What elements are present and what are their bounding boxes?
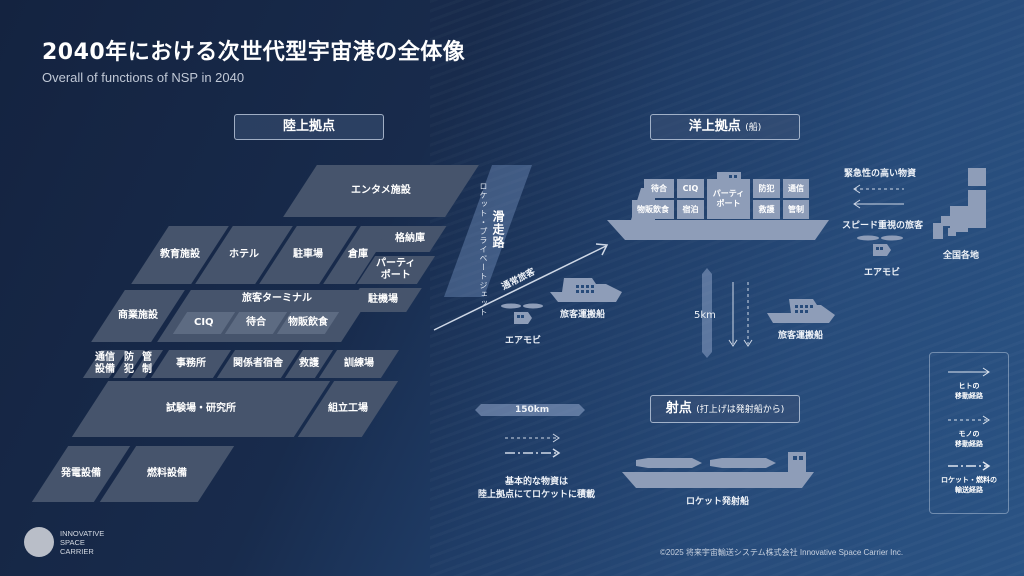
legend-goods-label: モノの 移動経路 (955, 430, 983, 448)
legend-rocket-fuel-label: ロケット・燃料の 輸送経路 (941, 476, 997, 494)
sea-base-heading: 洋上拠点 (船) (650, 114, 800, 140)
air-mobility-label-2: エアモビ (864, 268, 901, 278)
legend-dashed-arrow (948, 415, 990, 425)
launch-point-heading-sub: (打上げは発射船から) (696, 405, 785, 415)
distance-150km-bar (475, 404, 585, 416)
tile-label: 倉庫 (348, 249, 368, 260)
tile-label: 燃料設備 (147, 468, 187, 479)
tile-entertainment: エンタメ施設 (283, 165, 479, 217)
launch-point-heading-text: 射点 (665, 401, 692, 416)
tile-label: 救護 (299, 358, 319, 369)
air-mobility-icon-2 (857, 235, 903, 256)
legend-solid-arrow (948, 367, 990, 377)
legend-people-label: ヒトの 移動経路 (955, 382, 983, 400)
rocket-launch-ship-label: ロケット発射船 (686, 497, 750, 507)
ship-cell-retail: 物販飲食 (632, 200, 674, 219)
distance-5km-bar (702, 268, 753, 358)
ship-cell-lodging: 宿泊 (677, 200, 704, 219)
tile-label: 待合 (246, 317, 266, 328)
tile-label: 格納庫 (395, 233, 425, 244)
tile-label: 物販飲食 (288, 317, 328, 328)
legend-dashdot-arrow (948, 461, 991, 471)
company-logo-icon (24, 527, 54, 557)
tile-test-lab: 試験場・研究所 (71, 381, 331, 437)
ship-cell-waiting: 待合 (644, 179, 674, 198)
japan-map-icon (933, 168, 986, 239)
ship-cell-partyport: パーティ ポート (707, 179, 750, 219)
basic-goods-note: 基本的な物資は 陸上拠点にてロケットに積載 (478, 477, 596, 500)
tile-label: 関係者宿舎 (233, 358, 283, 369)
tile-label: 発電設備 (61, 468, 101, 479)
tile-label: 駐機場 (368, 294, 398, 305)
tile-label: 通信 設備 (95, 352, 115, 375)
ship-cell-security: 防犯 (753, 179, 780, 198)
page-subtitle: Overall of functions of NSP in 2040 (42, 70, 245, 85)
air-mobility-icon (501, 303, 543, 324)
nationwide-label: 全国各地 (943, 251, 980, 261)
basic-goods-arrows (505, 433, 561, 458)
urgent-arrows (853, 184, 904, 209)
passenger-ship-icon-2 (767, 299, 835, 323)
legend-box: ヒトの 移動経路 モノの 移動経路 ロケット・燃料の 輸送経路 (929, 352, 1009, 514)
launch-point-heading: 射点 (打上げは発射船から) (650, 395, 800, 423)
tile-label: 訓練場 (344, 358, 374, 369)
sea-base-heading-text: 洋上拠点 (688, 119, 741, 134)
rocket-launch-ship-icon (622, 452, 814, 488)
air-mobility-label-1: エアモビ (505, 336, 542, 346)
tile-label: 試験場・研究所 (166, 403, 236, 414)
tile-label: エンタメ施設 (351, 185, 411, 196)
runway-label: 滑走路 (491, 210, 505, 249)
distance-150km-label: 150km (515, 405, 550, 415)
distance-5km-label: 5km (694, 310, 716, 321)
urgent-goods-label: 緊急性の高い物資 (844, 169, 917, 179)
tile-label: 駐車場 (293, 249, 323, 260)
tile-label: 管 制 (142, 352, 152, 375)
runway-sublabel: ロケット・プライベートジェット (479, 182, 488, 317)
tile-label: CIQ (194, 317, 214, 328)
regular-passenger-arrow (433, 243, 609, 331)
passenger-ship-icon (550, 278, 622, 302)
tile-label: 教育施設 (160, 249, 200, 260)
land-base-heading: 陸上拠点 (234, 114, 384, 140)
speed-passengers-label: スピード重視の旅客 (842, 221, 924, 231)
tile-label: 防 犯 (124, 352, 134, 375)
ship-cell-control: 管制 (783, 200, 809, 219)
passenger-ship-label-2: 旅客運搬船 (778, 331, 824, 341)
tile-label: 組立工場 (328, 403, 368, 414)
page-title: 2040年における次世代型宇宙港の全体像 (42, 40, 466, 65)
tile-label: 旅客ターミナル (242, 293, 313, 304)
passenger-ship-label-1: 旅客運搬船 (560, 310, 606, 320)
tile-label: ホテル (229, 249, 259, 260)
tile-label: 事務所 (176, 358, 206, 369)
land-base-heading-text: 陸上拠点 (282, 119, 335, 134)
tile-label: 商業施設 (118, 310, 158, 321)
ship-cell-rescue: 救護 (753, 200, 780, 219)
sea-base-heading-sub: (船) (745, 123, 762, 133)
copyright: ©2025 将来宇宙輸送システム株式会社 Innovative Space Ca… (660, 548, 904, 557)
ship-cell-ciq: CIQ (677, 179, 704, 198)
company-logo-text: INNOVATIVE SPACE CARRIER (60, 529, 105, 556)
tile-label: パーティ ポート (376, 258, 416, 281)
ship-cell-comms: 通信 (783, 179, 809, 198)
